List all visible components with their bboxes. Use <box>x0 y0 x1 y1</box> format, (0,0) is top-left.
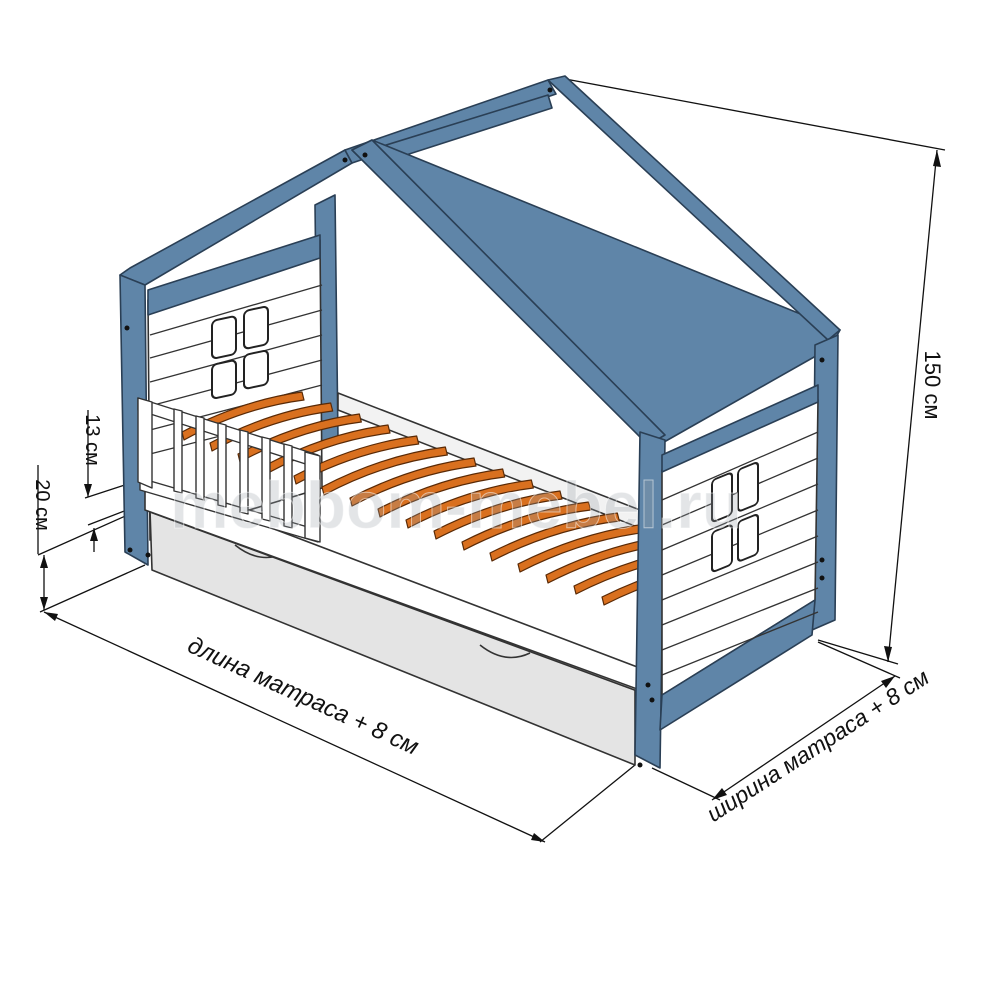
slat <box>433 490 563 540</box>
slat <box>349 457 477 507</box>
height-rail-label: 13 см <box>81 414 103 466</box>
dimension-arrowheads <box>40 150 941 842</box>
slat <box>321 446 448 496</box>
rail-bar <box>261 436 271 522</box>
footboard-front <box>659 384 819 731</box>
window-front-icon <box>711 461 759 573</box>
roof-back <box>119 79 557 286</box>
watermark: mebbom-mebel.ru <box>170 468 742 542</box>
window-back-icon <box>211 305 269 400</box>
width-arrow-line <box>711 675 896 801</box>
height-total-label: 150 см <box>920 351 945 420</box>
slat <box>377 468 506 518</box>
rail-bar <box>239 429 249 515</box>
length-arrow-line <box>43 611 546 843</box>
guard-rail <box>137 397 321 543</box>
rail-bar <box>173 408 183 494</box>
rail-bar <box>283 443 293 529</box>
slat <box>489 512 620 562</box>
height-total-arrow-line <box>887 149 938 663</box>
footboard-board-lines <box>661 431 819 676</box>
slat <box>405 479 534 529</box>
slat <box>293 435 420 485</box>
bolts <box>124 87 825 768</box>
bed-house <box>119 75 841 769</box>
rail-bar <box>195 415 205 501</box>
rail-bar <box>217 422 227 508</box>
slat <box>461 501 592 551</box>
height-base-label: 20 см <box>31 479 53 531</box>
width-label: ширина матраса + 8 см <box>702 664 934 827</box>
